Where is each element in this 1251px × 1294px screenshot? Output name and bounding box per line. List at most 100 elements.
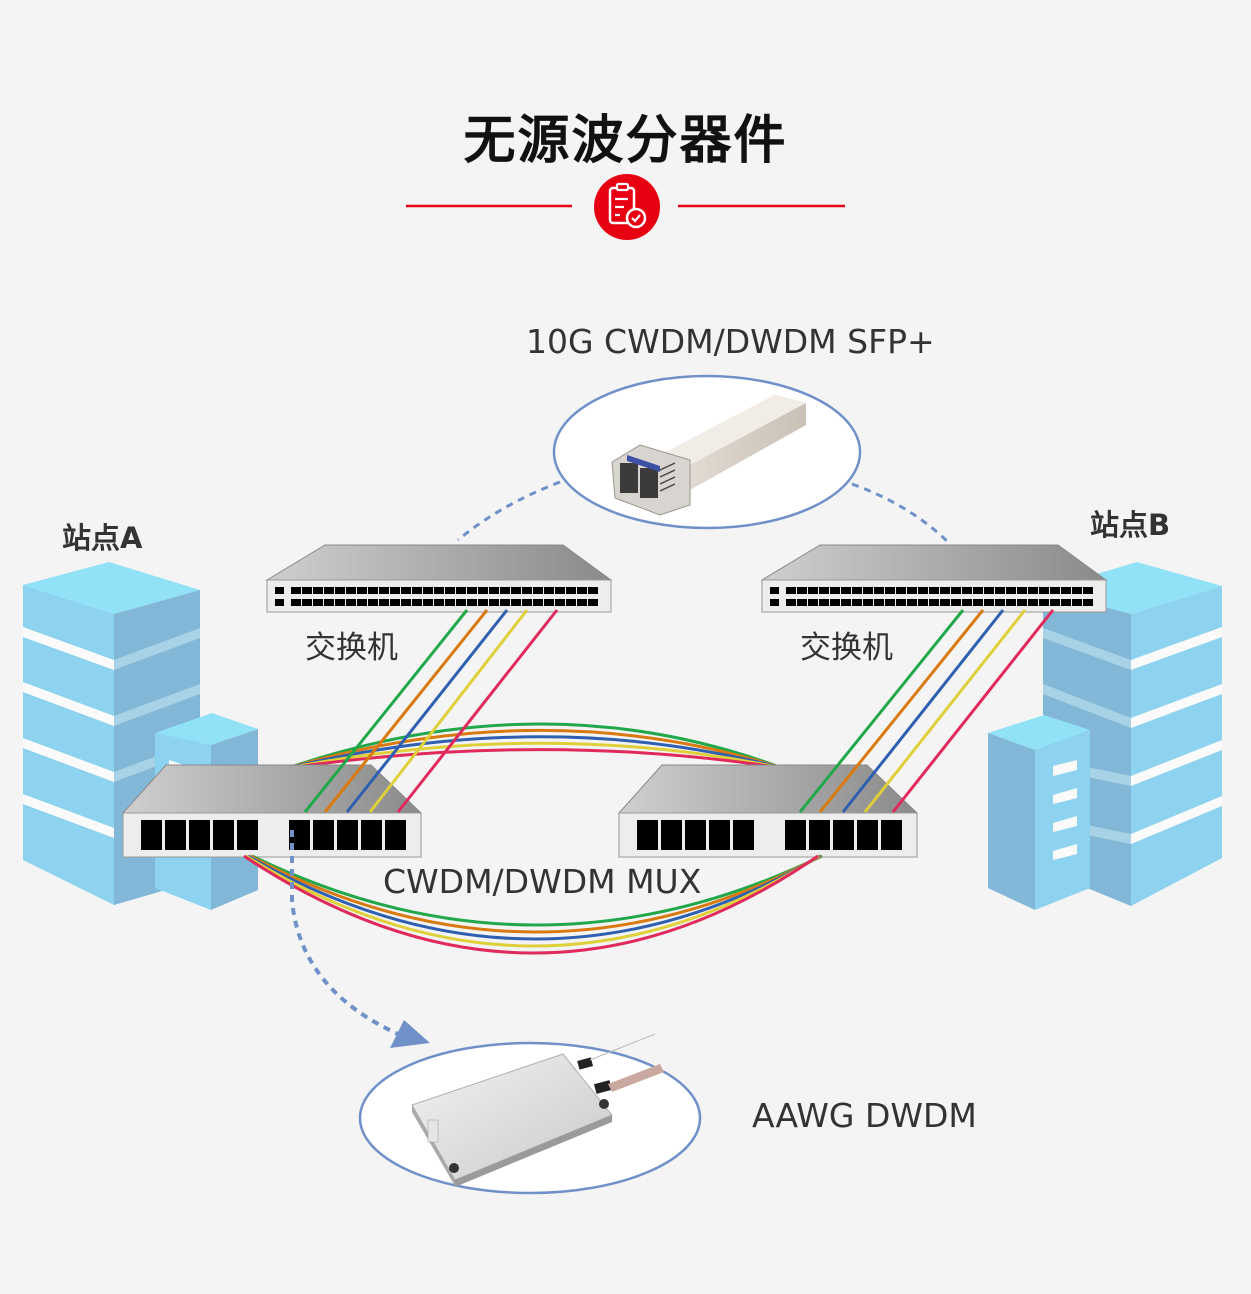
fiber-arc-lower xyxy=(247,854,821,941)
patch-fiber xyxy=(345,609,509,813)
port xyxy=(951,599,961,606)
fiber-arc-upper xyxy=(287,735,783,770)
port xyxy=(511,587,521,594)
sfp-label: 10G CWDM/DWDM SFP+ xyxy=(526,322,935,361)
port xyxy=(445,599,455,606)
mux-port xyxy=(809,820,830,850)
port xyxy=(291,587,301,594)
port xyxy=(819,587,829,594)
switch-top xyxy=(265,544,613,581)
mux-port xyxy=(637,820,658,850)
port xyxy=(962,587,972,594)
switch-left xyxy=(265,544,613,613)
port xyxy=(841,599,851,606)
port xyxy=(577,599,587,606)
port xyxy=(368,599,378,606)
switch-right-label: 交换机 xyxy=(800,630,893,666)
port xyxy=(1039,587,1049,594)
port xyxy=(291,599,301,606)
mux-right xyxy=(617,764,919,858)
port xyxy=(335,587,345,594)
port xyxy=(467,587,477,594)
port xyxy=(500,587,510,594)
fiber-arc-upper xyxy=(287,728,783,770)
fiber-arc-lower xyxy=(249,854,822,934)
port xyxy=(275,587,284,594)
port xyxy=(1050,587,1060,594)
mux-port xyxy=(709,820,730,850)
port xyxy=(819,599,829,606)
aawg-label: AAWG DWDM xyxy=(752,1096,977,1135)
port xyxy=(566,587,576,594)
port xyxy=(489,587,499,594)
port xyxy=(324,587,334,594)
port xyxy=(929,587,939,594)
port xyxy=(357,587,367,594)
port xyxy=(335,599,345,606)
port xyxy=(1061,599,1071,606)
port xyxy=(918,599,928,606)
port xyxy=(379,599,389,606)
port xyxy=(885,599,895,606)
port xyxy=(456,599,466,606)
port xyxy=(478,599,488,606)
patch-fiber xyxy=(396,609,559,813)
port xyxy=(786,599,796,606)
port xyxy=(896,587,906,594)
port xyxy=(588,599,598,606)
port xyxy=(874,599,884,606)
mux-port xyxy=(337,820,358,850)
port xyxy=(434,587,444,594)
port xyxy=(797,599,807,606)
port xyxy=(489,599,499,606)
port xyxy=(852,599,862,606)
mux-port xyxy=(733,820,754,850)
port xyxy=(1028,587,1038,594)
port xyxy=(995,587,1005,594)
port xyxy=(313,587,323,594)
port xyxy=(522,599,532,606)
port xyxy=(973,587,983,594)
mux-port xyxy=(165,820,186,850)
patch-fiber xyxy=(798,609,965,813)
port xyxy=(588,587,598,594)
mux-port xyxy=(237,820,258,850)
port xyxy=(841,587,851,594)
port xyxy=(1017,587,1027,594)
port xyxy=(1050,599,1060,606)
port xyxy=(962,599,972,606)
port xyxy=(1006,599,1016,606)
fiber-arc-lower xyxy=(251,854,823,927)
port xyxy=(412,599,422,606)
switch-right xyxy=(760,544,1108,613)
fiber-arc-upper xyxy=(287,748,783,770)
port xyxy=(830,587,840,594)
port xyxy=(896,599,906,606)
port xyxy=(302,599,312,606)
port xyxy=(797,587,807,594)
port xyxy=(456,587,466,594)
mux-port xyxy=(785,820,806,850)
mux-port xyxy=(661,820,682,850)
patch-fiber xyxy=(368,609,529,813)
port xyxy=(1017,599,1027,606)
aawg-bubble xyxy=(358,1033,702,1195)
fiber-arc-upper xyxy=(287,741,783,770)
port xyxy=(1028,599,1038,606)
port xyxy=(1083,599,1093,606)
port xyxy=(533,599,543,606)
port xyxy=(544,587,554,594)
switch-left-label: 交换机 xyxy=(305,630,398,666)
site-b-label: 站点B xyxy=(1090,508,1171,542)
site-a-label: 站点A xyxy=(62,521,143,555)
mux-port xyxy=(313,820,334,850)
port xyxy=(940,587,950,594)
connector-left xyxy=(457,480,561,542)
sfp-module-icon xyxy=(611,395,806,516)
aawg-module-icon xyxy=(411,1033,664,1187)
port xyxy=(423,599,433,606)
port xyxy=(357,599,367,606)
port xyxy=(1072,599,1082,606)
port xyxy=(555,587,565,594)
port xyxy=(830,599,840,606)
